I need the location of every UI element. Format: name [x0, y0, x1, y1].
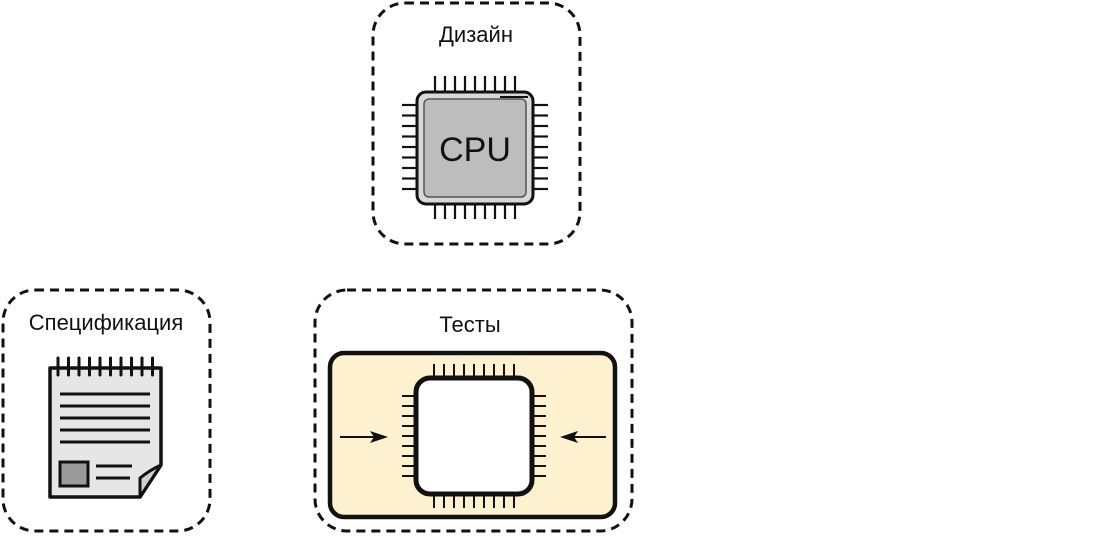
spec-label: Спецификация [29, 310, 183, 335]
tests-dashed-frame [313, 288, 634, 533]
tests-group: Тесты [313, 288, 634, 533]
chip-socket-icon [402, 364, 546, 508]
cpu-chip-icon: CPU [402, 76, 548, 219]
design-group: Дизайн CPU [371, 1, 582, 246]
spec-group: Спецификация [1, 288, 212, 533]
design-label: Дизайн [439, 22, 513, 47]
tests-label: Тесты [439, 312, 500, 337]
arrow-right-icon [340, 431, 388, 443]
arrow-left-icon [560, 431, 606, 443]
cpu-chip-label: CPU [439, 131, 511, 169]
notepad-icon [48, 356, 163, 499]
